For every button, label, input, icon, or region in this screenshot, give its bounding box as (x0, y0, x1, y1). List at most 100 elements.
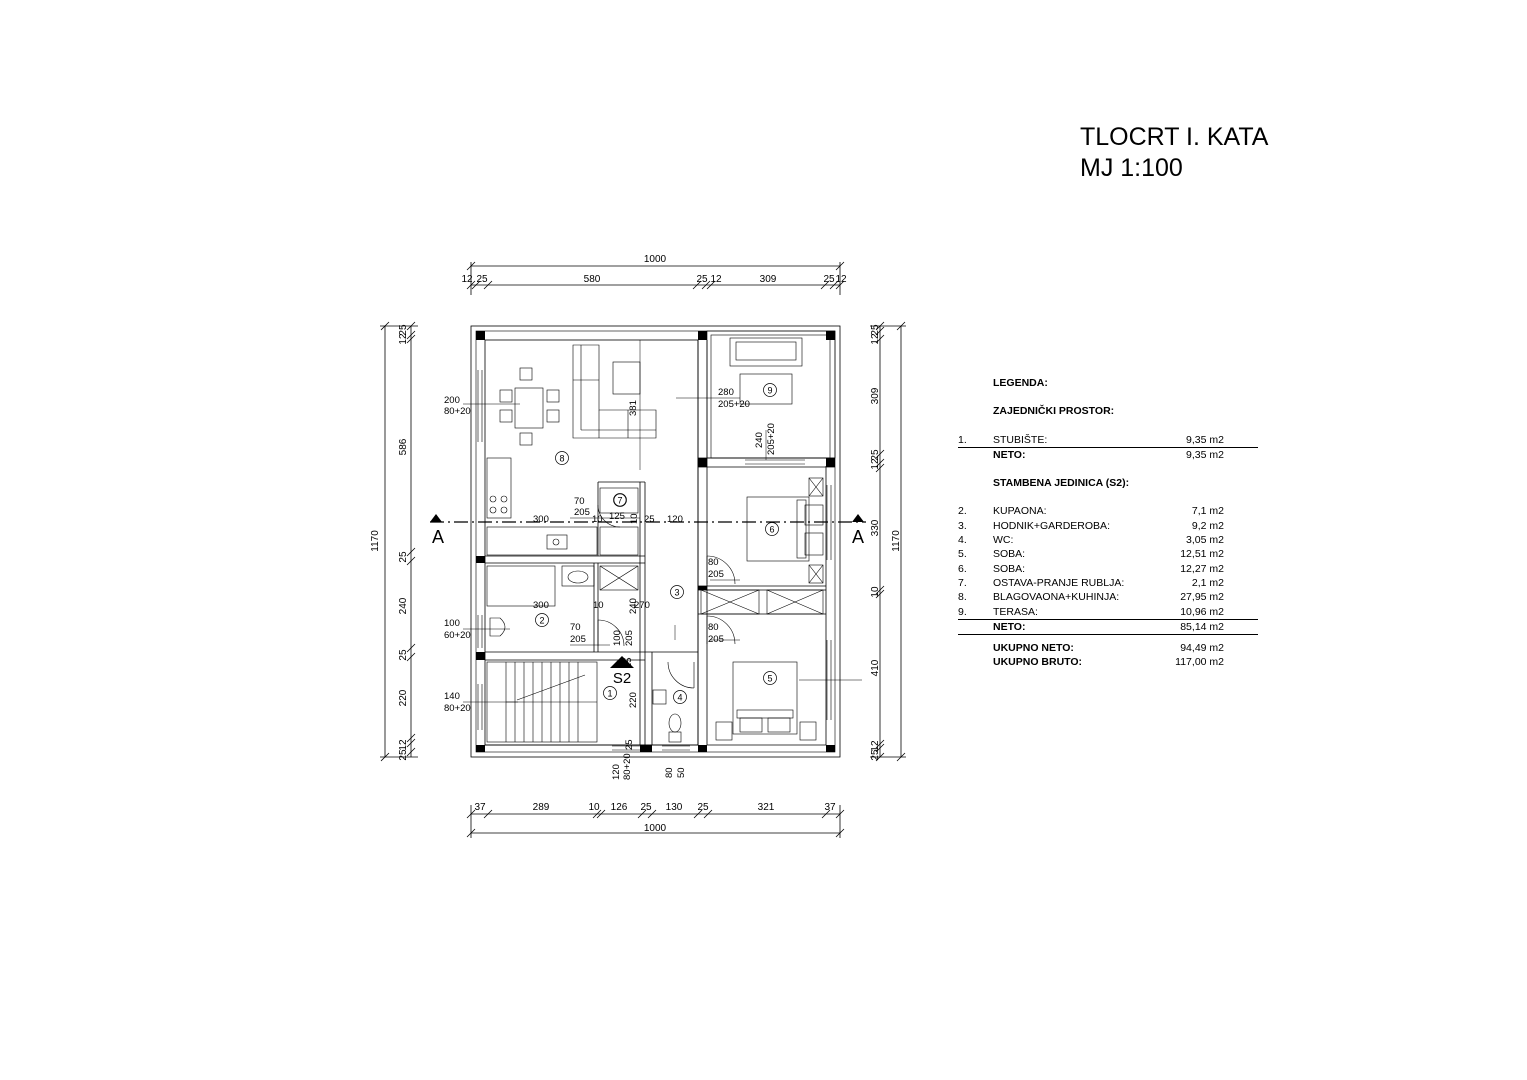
label-living-window-2: 80+20 (444, 406, 471, 417)
dim-bottom-4: 126 (611, 802, 628, 813)
label-stair-depth: 220 (628, 692, 639, 708)
room-number-3: 3 (674, 588, 679, 598)
section-line (430, 514, 866, 523)
dimension-left (380, 321, 418, 762)
label-bath-wall-3: 270 (634, 600, 650, 611)
label-entry-door-1: 100 (612, 630, 623, 646)
dim-left-total: 1170 (370, 530, 381, 552)
dim-right-6: 330 (870, 519, 881, 536)
label-below-wc-2: 50 (676, 767, 687, 778)
dim-right-4: 25 (870, 449, 881, 461)
dim-right-8: 410 (870, 659, 881, 676)
title-scale: MJ 1:100 (1080, 154, 1183, 182)
label-bath-width: 300 (533, 600, 549, 611)
label-terrace-window-2: 205+20 (766, 423, 777, 455)
unit-mark: S2 (613, 670, 631, 687)
room-markers (535, 383, 779, 704)
legend-row-2: 2.KUPAONA:7,1 m2 (958, 505, 1224, 518)
label-leaders (463, 340, 862, 703)
dim-top-3: 580 (584, 274, 601, 285)
label-hall-dim-3: 10 (629, 513, 640, 524)
room-number-1: 1 (607, 689, 612, 699)
label-hall-dim-2: 125 (609, 511, 625, 522)
legend-unit-heading: STAMBENA JEDINICA (S2): (993, 477, 1130, 490)
dim-bottom-7: 25 (697, 802, 709, 813)
entrance-arrow (610, 656, 634, 668)
dim-bottom-1: 37 (474, 802, 486, 813)
label-below-wc-1: 80 (664, 767, 675, 778)
building-walls (470, 325, 841, 758)
dim-top-8: 12 (835, 274, 847, 285)
dim-bottom-8: 321 (758, 802, 775, 813)
label-hall-dim-1: 10 (592, 514, 603, 525)
windows (477, 370, 832, 751)
dim-bottom-6: 130 (666, 802, 683, 813)
label-room5-door-2: 205 (708, 634, 724, 645)
dim-left-4: 25 (398, 551, 409, 563)
dim-top-7: 25 (823, 274, 835, 285)
label-hall-height: 381 (628, 400, 639, 416)
label-terrace-door-2: 205+20 (718, 399, 750, 410)
dim-bottom-2: 289 (533, 802, 550, 813)
dim-bottom-9: 37 (824, 802, 836, 813)
label-bath-window-1: 100 (444, 618, 460, 629)
dim-left-3: 586 (398, 438, 409, 455)
legend-heading: LEGENDA: (993, 377, 1048, 389)
dim-left-6: 25 (398, 649, 409, 661)
label-room5-door-1: 80 (708, 622, 719, 633)
label-kitchen-door-1: 70 (574, 496, 585, 507)
legend-row-5: 5.SOBA:12,51 m2 (958, 548, 1224, 561)
dim-right-10: 25 (870, 749, 881, 761)
label-bath-wall-2: 240 (628, 598, 639, 614)
room-number-8: 8 (559, 454, 564, 464)
doors (597, 504, 736, 689)
top-ticks (466, 261, 845, 290)
label-terrace-window-1: 240 (754, 432, 765, 448)
dim-right-5: 12 (870, 458, 881, 470)
room-number-5: 5 (767, 674, 772, 684)
label-room6-door-1: 80 (708, 557, 719, 568)
legend-row-4: 4.WC:3,05 m2 (958, 534, 1224, 547)
dim-bottom-total: 1000 (644, 823, 667, 834)
legend-row-9: 9.TERASA:10,96 m2 (958, 605, 1258, 620)
label-entry-door-2: 205 (624, 630, 635, 646)
dimension-right (870, 321, 906, 762)
legend-row-7: 7.OSTAVA-PRANJE RUBLJA:2,1 m2 (958, 576, 1224, 589)
furniture (486, 337, 824, 743)
legend-common-heading: ZAJEDNIČKI PROSTOR: (993, 405, 1115, 418)
dimension-top (466, 261, 845, 295)
label-kitchen-width: 300 (533, 514, 549, 525)
label-living-window-1: 200 (444, 395, 460, 406)
label-small-wall-2: 25 (623, 657, 634, 668)
dim-bottom-3: 10 (588, 802, 600, 813)
label-below-stair-2: 80+20 (622, 753, 633, 780)
label-bath-wall-1: 10 (593, 600, 604, 611)
label-hall-dim-5: 120 (667, 514, 683, 525)
room-number-2: 2 (539, 616, 544, 626)
label-stair-window-1: 140 (444, 691, 460, 702)
dim-top-1: 12 (461, 274, 473, 285)
dim-left-7: 220 (398, 689, 409, 706)
dim-bottom-5: 25 (640, 802, 652, 813)
dim-right-2: 12 (870, 333, 881, 345)
label-hall-dim-4: 25 (644, 514, 655, 525)
legend-common-net: NETO: 9,35 m2 (993, 448, 1224, 461)
label-bath-window-2: 60+20 (444, 630, 471, 641)
dim-top-2: 25 (476, 274, 488, 285)
dim-top-total: 1000 (644, 254, 667, 265)
label-bath-door-2: 205 (570, 634, 586, 645)
drawing-title: TLOCRT I. KATA MJ 1:100 (1080, 122, 1268, 184)
room-number-6: 6 (769, 525, 774, 535)
label-bath-door-1: 70 (570, 622, 581, 633)
legend-total-gross: UKUPNO BRUTO: 117,00 m2 (993, 656, 1224, 669)
dim-right-7: 10 (870, 586, 881, 598)
legend-row-1: 1. STUBIŠTE: 9,35 m2 (958, 433, 1258, 448)
room-number-9: 9 (767, 386, 772, 396)
dim-right-1: 25 (870, 324, 881, 336)
dim-top-6: 309 (760, 274, 777, 285)
legend-total-net: UKUPNO NETO: 94,49 m2 (993, 642, 1224, 655)
dim-left-2: 12 (398, 333, 409, 345)
dim-left-1: 25 (398, 324, 409, 336)
label-terrace-door-1: 280 (718, 387, 734, 398)
